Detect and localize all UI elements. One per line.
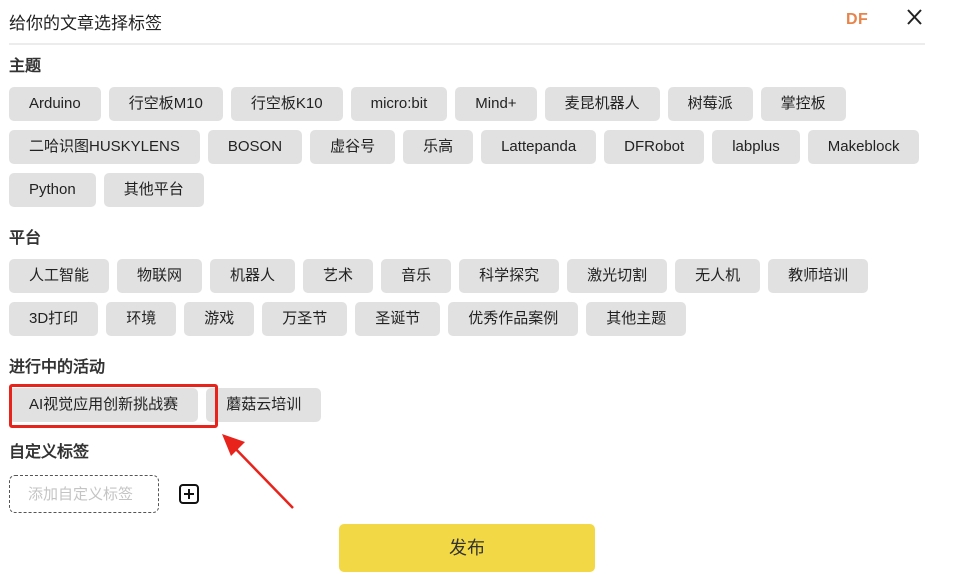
tag-platform[interactable]: 科学探究 — [459, 259, 560, 293]
tag-platform[interactable]: 激光切割 — [567, 259, 668, 293]
tag-theme[interactable]: Python — [9, 173, 96, 207]
tag-theme[interactable]: Makeblock — [807, 130, 920, 164]
tag-theme[interactable]: 行空板K10 — [230, 87, 343, 121]
brand-logo: DF — [846, 11, 869, 28]
tag-theme[interactable]: labplus — [712, 130, 800, 164]
tag-theme[interactable]: 掌控板 — [760, 87, 846, 121]
tag-platform[interactable]: 万圣节 — [262, 302, 348, 336]
activities-section: 进行中的活动 AI视觉应用创新挑战赛蘑菇云培训 — [9, 357, 939, 422]
tag-theme[interactable]: 二哈识图HUSKYLENS — [9, 130, 200, 164]
tag-activities[interactable]: AI视觉应用创新挑战赛 — [9, 388, 199, 422]
platform-section: 平台 人工智能物联网机器人艺术音乐科学探究激光切割无人机教师培训 3D打印环境游戏… — [9, 228, 939, 336]
tag-platform[interactable]: 无人机 — [675, 259, 761, 293]
tag-theme[interactable]: 虚谷号 — [310, 130, 396, 164]
tag-platform[interactable]: 人工智能 — [9, 259, 110, 293]
tag-theme[interactable]: 乐高 — [403, 130, 474, 164]
section-title-theme: 主题 — [9, 58, 42, 75]
tag-theme[interactable]: DFRobot — [604, 130, 705, 164]
section-title-activities: 进行中的活动 — [9, 359, 106, 376]
tag-platform[interactable]: 其他主题 — [586, 302, 687, 336]
tag-platform[interactable]: 艺术 — [303, 259, 374, 293]
tag-platform[interactable]: 音乐 — [381, 259, 452, 293]
close-button[interactable] — [905, 7, 925, 29]
platform-tag-list: 人工智能物联网机器人艺术音乐科学探究激光切割无人机教师培训 3D打印环境游戏万圣节… — [9, 259, 939, 336]
header-divider — [9, 43, 925, 45]
publish-button[interactable]: 发布 — [339, 524, 595, 572]
tag-theme[interactable]: Lattepanda — [481, 130, 597, 164]
tag-activities[interactable]: 蘑菇云培训 — [206, 388, 322, 422]
tag-platform[interactable]: 优秀作品案例 — [448, 302, 579, 336]
add-tag-button[interactable] — [179, 484, 199, 504]
tag-theme[interactable]: micro:bit — [350, 87, 448, 121]
dialog-header: 给你的文章选择标签 DF — [9, 7, 925, 37]
activities-tag-list: AI视觉应用创新挑战赛蘑菇云培训 — [9, 388, 939, 422]
tag-theme[interactable]: Mind+ — [455, 87, 537, 121]
tag-platform[interactable]: 3D打印 — [9, 302, 99, 336]
custom-tag-input[interactable] — [9, 475, 159, 513]
tag-theme[interactable]: 行空板M10 — [108, 87, 223, 121]
tag-theme[interactable]: BOSON — [207, 130, 303, 164]
dialog-title: 给你的文章选择标签 — [9, 14, 162, 33]
tag-platform[interactable]: 物联网 — [117, 259, 203, 293]
tag-platform[interactable]: 环境 — [106, 302, 177, 336]
custom-section: 自定义标签 — [9, 442, 939, 473]
plus-square-icon — [179, 484, 199, 504]
tag-platform[interactable]: 游戏 — [184, 302, 255, 336]
section-title-platform: 平台 — [9, 230, 42, 247]
tag-platform[interactable]: 圣诞节 — [355, 302, 441, 336]
tag-theme[interactable]: 其他平台 — [103, 173, 204, 207]
tag-theme[interactable]: 树莓派 — [667, 87, 753, 121]
close-icon — [907, 9, 922, 25]
tag-platform[interactable]: 机器人 — [210, 259, 296, 293]
tag-platform[interactable]: 教师培训 — [768, 259, 869, 293]
tag-theme[interactable]: Arduino — [9, 87, 101, 121]
tag-theme[interactable]: 麦昆机器人 — [544, 87, 660, 121]
section-title-custom: 自定义标签 — [9, 444, 90, 461]
